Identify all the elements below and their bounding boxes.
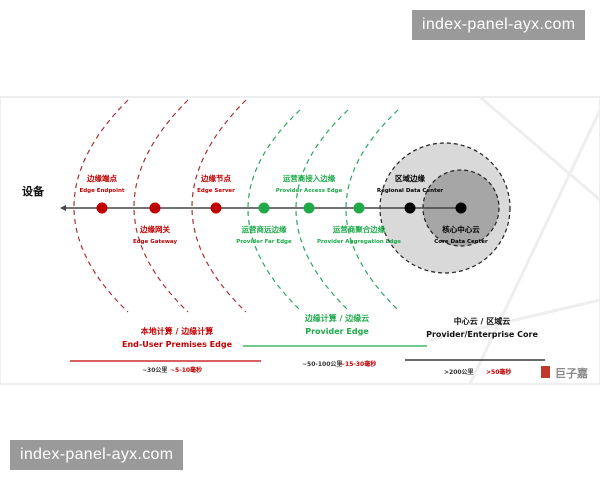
axis-arrow-icon [60,205,66,211]
zone3-cn: 中心云 / 区域云 [454,316,511,326]
node-label-cn: 边缘节点 [200,173,231,183]
zone3-en: Provider/Enterprise Core [426,330,538,339]
node-dot [149,202,161,214]
arc-server [191,99,247,313]
arc-gateway [133,99,189,313]
device-label: 设备 [22,184,45,198]
node-dot [404,202,416,214]
arc-endpoint [73,99,129,313]
logo-text: 巨子嘉 [555,366,588,380]
node-label-cn: 核心中心云 [442,224,480,234]
background-lines [429,95,600,385]
node-dot [353,202,365,214]
node-label-en: Edge Server [197,188,235,194]
zone2-latency: ~15-30毫秒 [340,360,376,368]
node-dot [96,202,108,214]
watermark-top: index-panel-ayx.com [412,10,586,40]
zone3-latency: >50毫秒 [486,368,511,376]
node-dot [455,202,467,214]
node-label-cn: 边缘网关 [139,224,170,234]
node-label-en: Regional Data Center [377,188,444,194]
node-dot [258,202,270,214]
zone2-en: Provider Edge [305,327,369,336]
node-label-cn: 运营商聚合边缘 [333,224,386,234]
node-label-cn: 运营商远边缘 [242,224,287,234]
zone1-latency: ~5-10毫秒 [170,366,202,374]
zone2-cn: 边缘计算 / 边缘云 [304,313,370,323]
node-dot [303,202,315,214]
zone1-distance: ~30公里 [142,366,167,374]
zone2-distance: ~50-100公里 [302,360,342,368]
watermark-bottom: index-panel-ayx.com [10,440,184,470]
node-label-en: Provider Far Edge [236,239,292,245]
zone1-en: End-User Premises Edge [122,340,233,349]
node-label-cn: 区域边缘 [395,173,425,183]
node-label-en: Core Data Center [434,239,488,245]
zone1-cn: 本地计算 / 边缘计算 [140,326,214,336]
diagram-panel [0,96,600,385]
logo-icon [541,366,550,378]
node-label-cn: 边缘端点 [86,173,117,183]
zone3-distance: >200公里 [444,368,474,376]
node-label-en: Edge Gateway [133,239,177,245]
node-label-en: Provider Aggregation Edge [317,239,401,245]
node-label-en: Provider Access Edge [276,188,343,194]
node-label-en: Edge Endpoint [79,188,124,194]
node-label-cn: 运营商接入边缘 [283,173,336,183]
node-dot [210,202,222,214]
